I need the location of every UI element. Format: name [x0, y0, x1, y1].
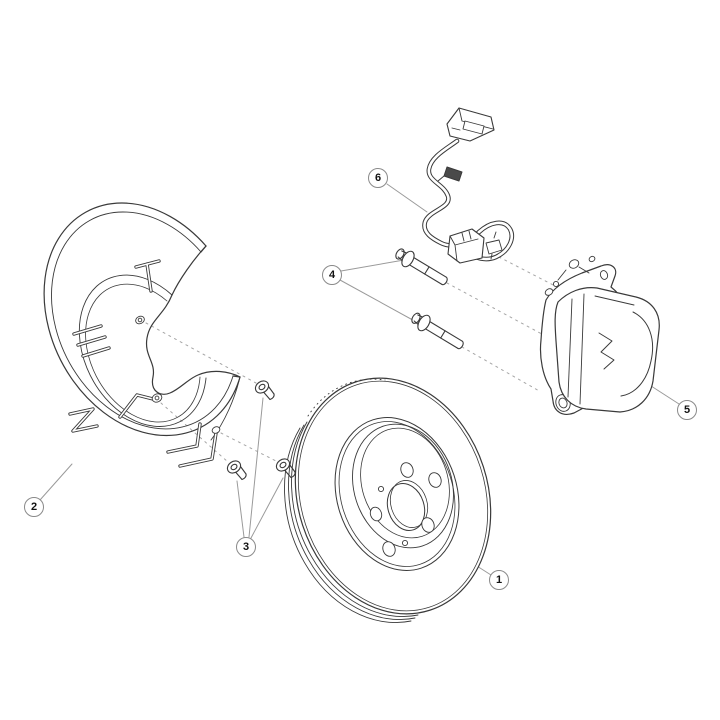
screw-3 — [275, 458, 296, 479]
brake-caliper-drawing — [539, 255, 660, 415]
screw-1 — [254, 380, 275, 401]
callout-3-screws: 3 — [236, 537, 256, 557]
alignment-dashed-lines — [145, 256, 560, 463]
sensor-head — [447, 228, 503, 264]
guide-bolt-2 — [411, 312, 464, 350]
callout-2-splash-shield: 2 — [24, 497, 44, 517]
wear-sensor-cable-drawing — [422, 107, 515, 264]
splash-shield-drawing — [43, 202, 241, 468]
callout-4-guide-bolts: 4 — [322, 265, 342, 285]
cable-connector — [446, 107, 495, 142]
guide-bolt-1 — [395, 248, 448, 286]
callout-2-label: 2 — [30, 501, 38, 513]
cable-clip — [437, 166, 463, 182]
callout-6-label: 6 — [374, 172, 382, 184]
cable-core — [423, 139, 514, 261]
callout-3-label: 3 — [242, 541, 250, 553]
screw-2 — [226, 460, 247, 481]
guide-bolts-drawing — [395, 248, 464, 350]
brake-disc-drawing — [284, 377, 492, 623]
callout-1-brake-disc: 1 — [489, 570, 509, 590]
leader-lines — [39, 183, 680, 576]
callout-1-label: 1 — [495, 574, 503, 586]
screws-drawing — [226, 380, 296, 481]
callout-5-label: 5 — [683, 404, 691, 416]
callout-5-brake-caliper: 5 — [677, 400, 697, 420]
callout-4-label: 4 — [328, 269, 336, 281]
callout-6-wear-sensor-cable: 6 — [368, 168, 388, 188]
